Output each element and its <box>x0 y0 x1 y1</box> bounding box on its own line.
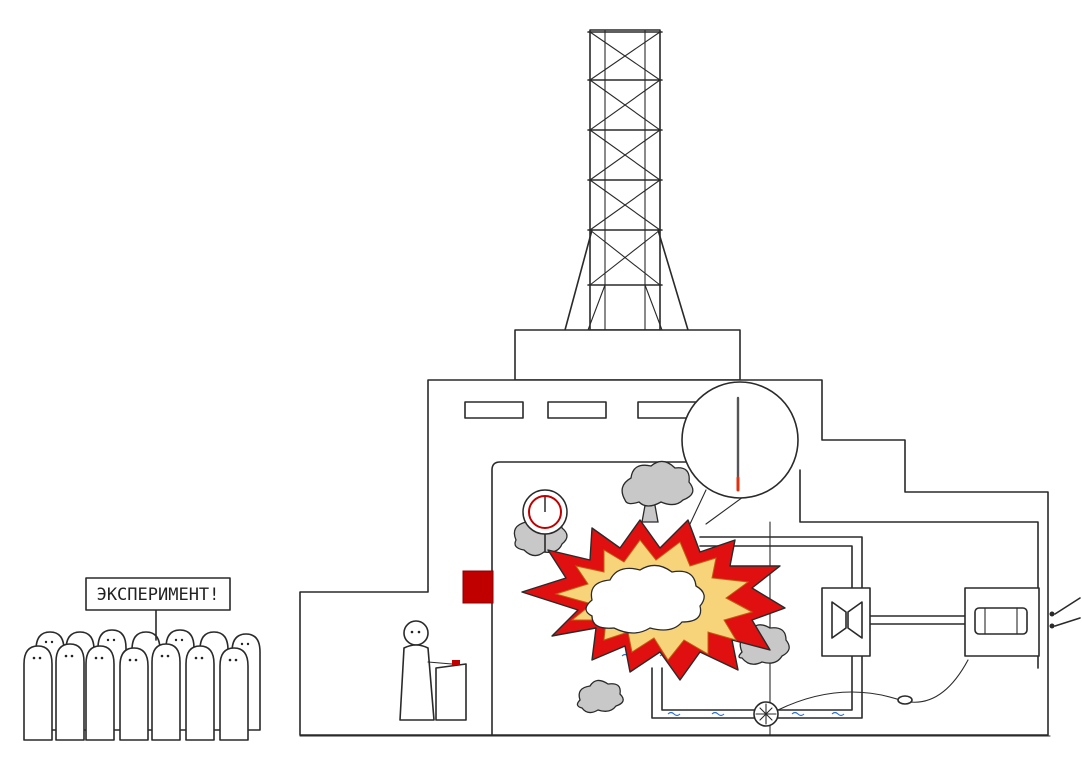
red-warning-square <box>462 570 494 604</box>
pressure-gauge <box>522 489 568 553</box>
thermometer-magnifier <box>681 381 799 525</box>
turbine <box>821 587 871 657</box>
control-desk <box>435 660 467 721</box>
generator <box>964 587 1081 657</box>
operator-figure <box>399 620 453 721</box>
explosion <box>521 519 786 681</box>
chimney-tower <box>564 29 689 331</box>
protest-sign: ЭКСПЕРИМЕНТ! <box>85 577 231 641</box>
pump <box>753 659 969 727</box>
crowd-figures <box>23 629 261 741</box>
sign-text: ЭКСПЕРИМЕНТ! <box>97 585 220 605</box>
